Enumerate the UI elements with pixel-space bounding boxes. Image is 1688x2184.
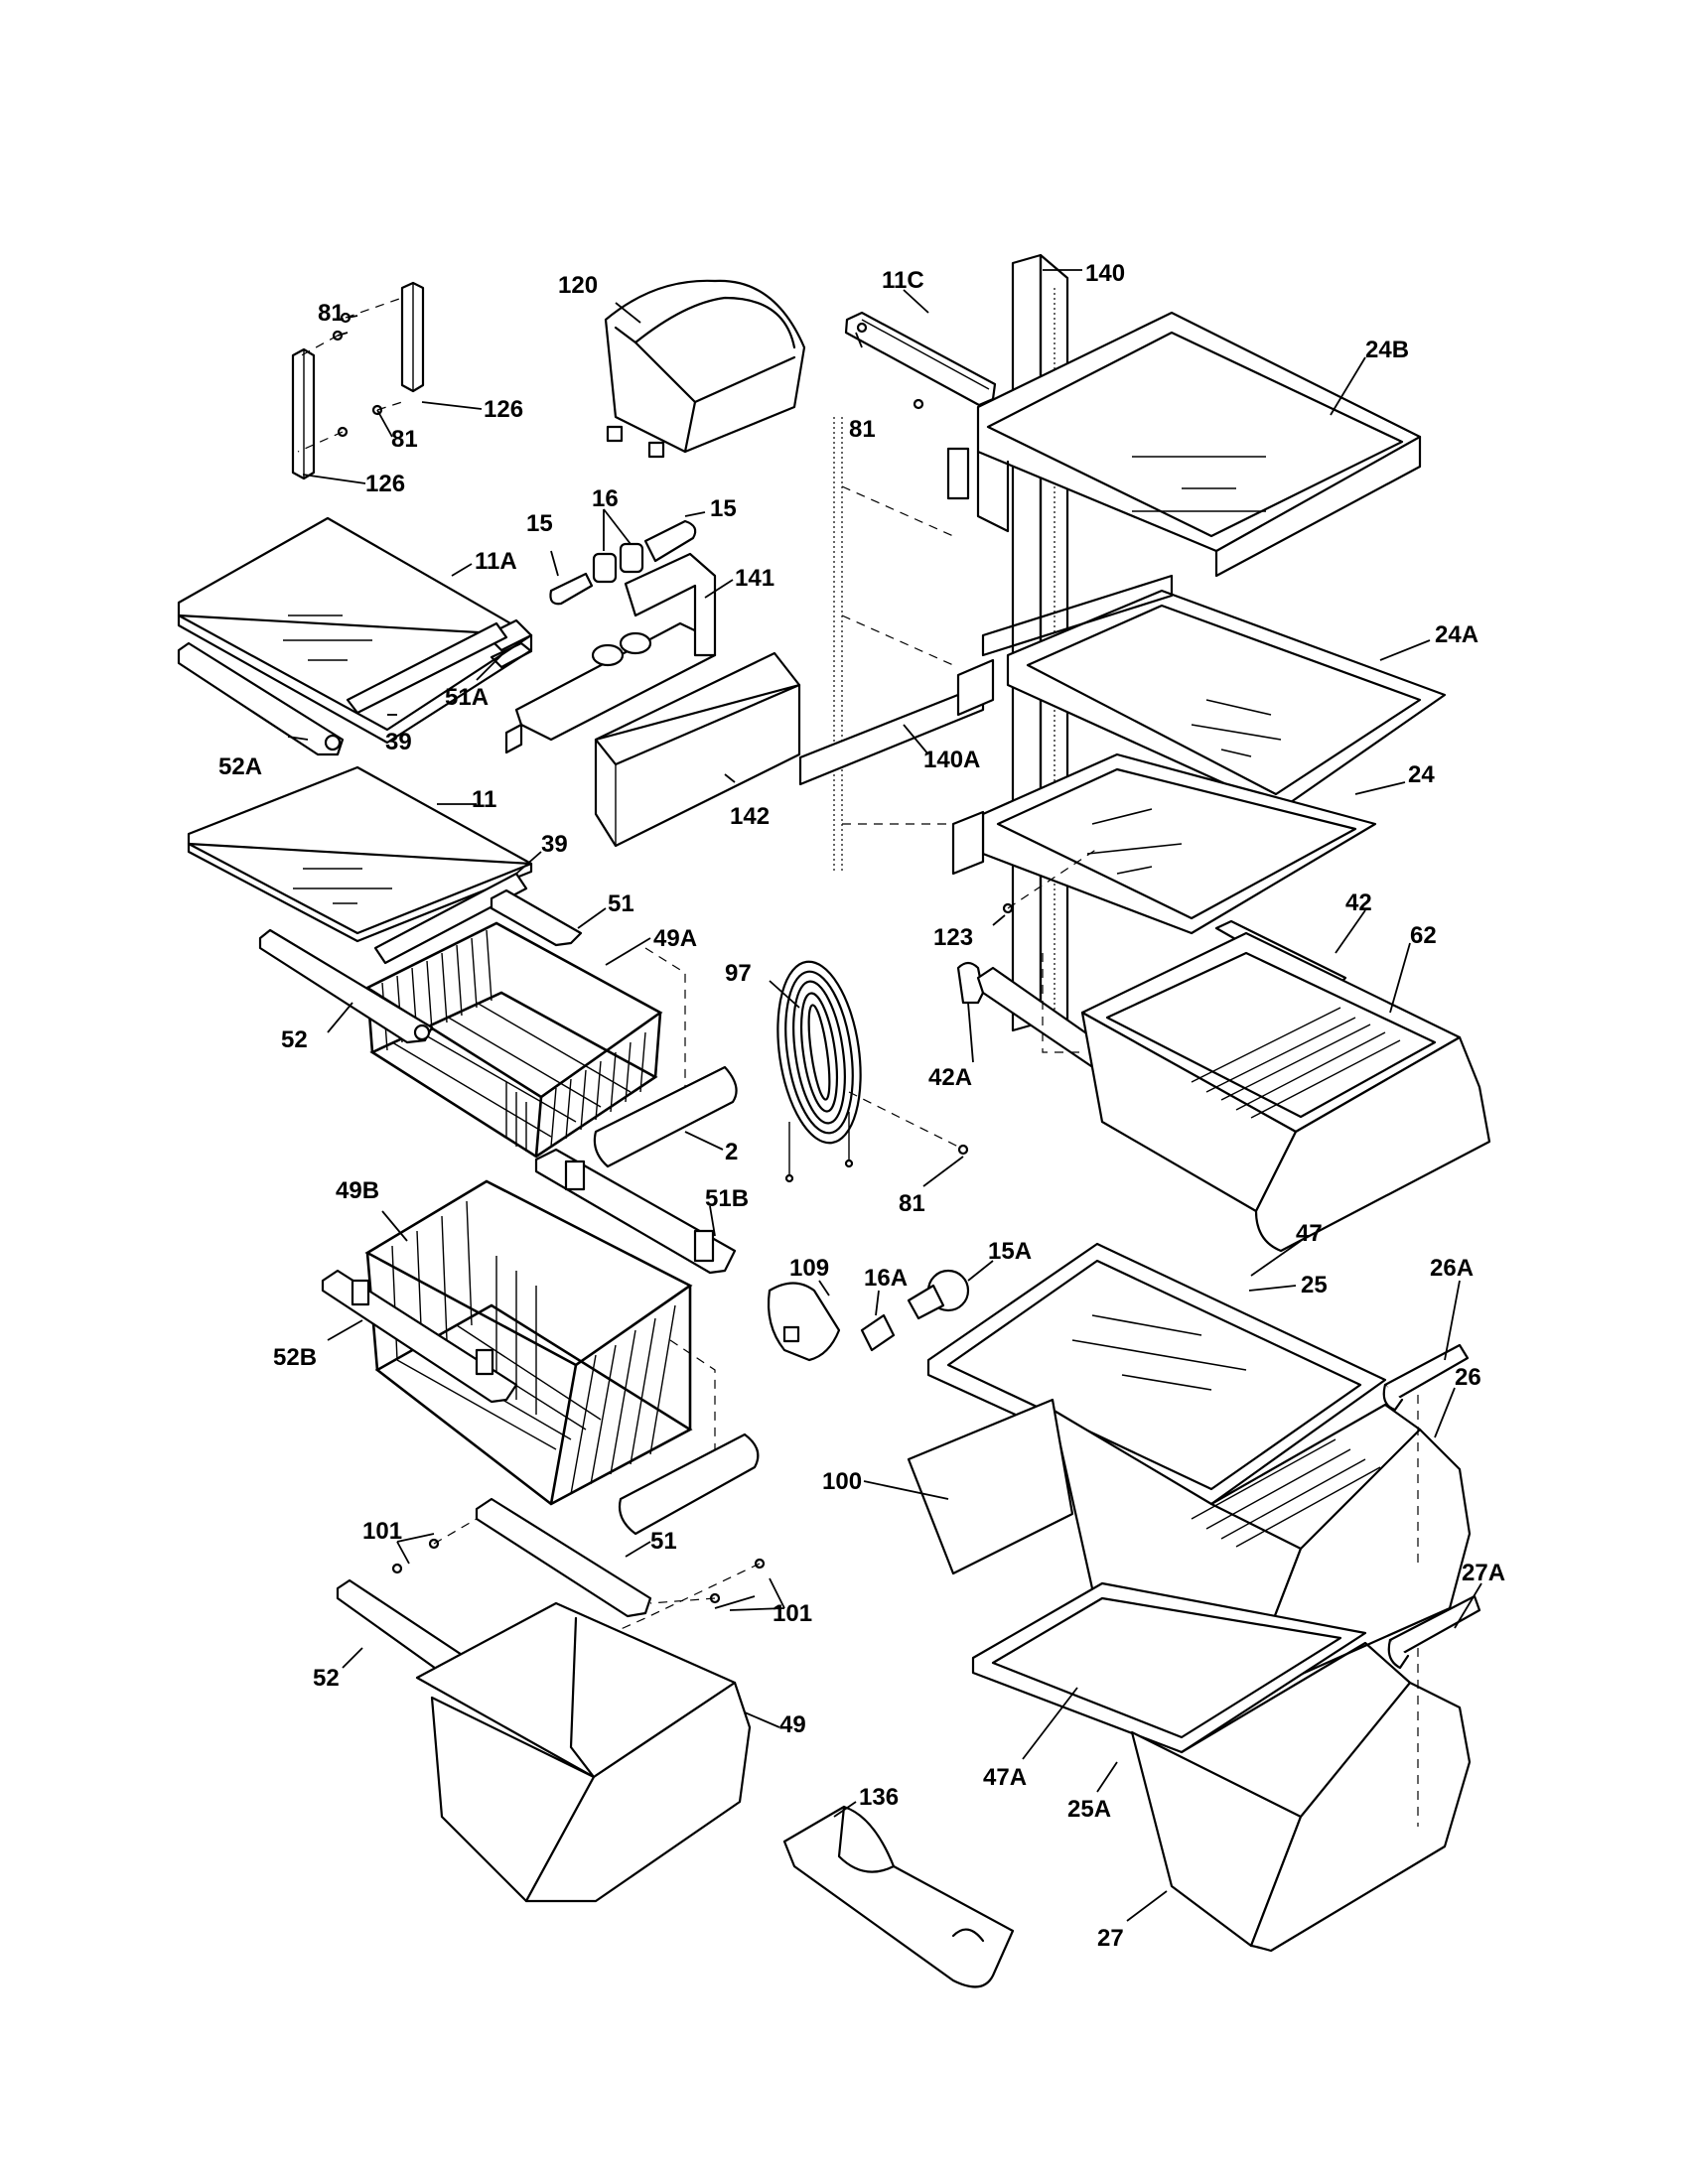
- screw-101-right[interactable]: [709, 1558, 766, 1604]
- shelf-11A[interactable]: [177, 516, 533, 745]
- slide-51B[interactable]: [534, 1148, 737, 1275]
- bracket-26A[interactable]: [1382, 1343, 1470, 1412]
- bracket-11C[interactable]: [844, 311, 997, 407]
- callout-51B: 51B: [705, 1185, 749, 1212]
- bracket-141[interactable]: [504, 552, 717, 754]
- callout-120: 120: [558, 272, 598, 299]
- crisper-drawer-27[interactable]: [1130, 1641, 1472, 1953]
- callout-141: 141: [735, 565, 774, 592]
- callout-81-upper-left: 81: [318, 300, 345, 327]
- crisper-cover-47[interactable]: [926, 1242, 1387, 1506]
- trim-2-lower[interactable]: [618, 1433, 760, 1536]
- callout-11C: 11C: [882, 267, 924, 294]
- callout-109: 109: [789, 1255, 829, 1282]
- callout-123: 123: [933, 924, 973, 951]
- door-bin-49[interactable]: [415, 1601, 752, 1903]
- callout-42A: 42A: [928, 1064, 972, 1091]
- callout-51-lower: 51: [650, 1528, 677, 1555]
- callout-27A: 27A: [1462, 1560, 1505, 1586]
- screw-81[interactable]: [332, 312, 383, 438]
- callout-15A: 15A: [988, 1238, 1032, 1265]
- trim-39-lower[interactable]: [373, 872, 528, 965]
- trim-39-upper[interactable]: [346, 621, 508, 715]
- callout-27: 27: [1097, 1925, 1124, 1952]
- shelf-24A[interactable]: [956, 574, 1447, 811]
- callout-140: 140: [1085, 260, 1125, 287]
- socket-16A[interactable]: [860, 1313, 896, 1352]
- slide-52B[interactable]: [321, 1269, 518, 1404]
- callout-49A: 49A: [653, 925, 697, 952]
- callout-136: 136: [859, 1784, 899, 1811]
- holder-136[interactable]: [782, 1805, 1015, 1988]
- callout-142: 142: [730, 803, 770, 830]
- callout-126-upper: 126: [484, 396, 523, 423]
- callout-16A: 16A: [864, 1265, 908, 1292]
- crisper-cover-47A[interactable]: [971, 1581, 1367, 1754]
- shelf-24[interactable]: [951, 752, 1377, 935]
- callout-81-mid-left: 81: [391, 426, 418, 453]
- callout-47A: 47A: [983, 1764, 1027, 1791]
- callout-11A: 11A: [475, 548, 517, 575]
- callout-2-upper: 2: [725, 1139, 738, 1165]
- callout-42: 42: [1345, 889, 1372, 916]
- callout-26A: 26A: [1430, 1255, 1474, 1282]
- callout-24A: 24A: [1435, 621, 1478, 648]
- callout-49: 49: [779, 1711, 806, 1738]
- rail-140A[interactable]: [798, 683, 985, 786]
- callout-140A: 140A: [923, 747, 980, 773]
- callout-52A: 52A: [218, 753, 262, 780]
- bulb-15-left[interactable]: [549, 572, 594, 606]
- callout-11: 11: [472, 786, 496, 813]
- callout-97: 97: [725, 960, 752, 987]
- bulb-15A[interactable]: [907, 1269, 970, 1320]
- callout-52-lower: 52: [313, 1665, 340, 1692]
- callout-49B: 49B: [336, 1177, 379, 1204]
- crisper-drawer-62[interactable]: [1080, 931, 1491, 1253]
- shelf-11[interactable]: [187, 765, 533, 943]
- lamp-socket-16[interactable]: [592, 542, 644, 584]
- slide-52-upper[interactable]: [258, 928, 434, 1044]
- callout-39-lower: 39: [541, 831, 568, 858]
- bulb-15-right[interactable]: [643, 519, 697, 563]
- callout-52B: 52B: [273, 1344, 317, 1371]
- callout-81-11C: 81: [849, 416, 876, 443]
- callout-100: 100: [822, 1468, 862, 1495]
- callout-62: 62: [1410, 922, 1437, 949]
- door-bin-120[interactable]: [604, 279, 806, 459]
- callout-51-upper: 51: [608, 890, 634, 917]
- callout-47: 47: [1296, 1220, 1323, 1247]
- screw-81-11C[interactable]: [856, 322, 868, 334]
- bracket-27A[interactable]: [1387, 1594, 1481, 1670]
- callout-126-lower: 126: [365, 471, 405, 497]
- callout-15-right: 15: [710, 495, 737, 522]
- callout-25A: 25A: [1067, 1796, 1111, 1823]
- panel-100[interactable]: [907, 1398, 1074, 1575]
- slide-52A[interactable]: [177, 641, 345, 756]
- callout-24B: 24B: [1365, 337, 1409, 363]
- light-cover-142[interactable]: [594, 651, 801, 848]
- trim-2-upper[interactable]: [593, 1065, 738, 1168]
- screw-81-coil[interactable]: [957, 1144, 969, 1156]
- callout-15-left: 15: [526, 510, 553, 537]
- callout-81-coil: 81: [899, 1190, 925, 1217]
- bracket-126-upper[interactable]: [400, 281, 425, 393]
- callout-101-left: 101: [362, 1518, 402, 1545]
- callout-24: 24: [1408, 761, 1435, 788]
- callout-101-right: 101: [773, 1600, 812, 1627]
- shelf-24B[interactable]: [946, 311, 1422, 578]
- slide-51-upper[interactable]: [490, 888, 583, 947]
- callout-52-upper: 52: [281, 1026, 308, 1053]
- callout-26: 26: [1455, 1364, 1481, 1391]
- callout-51A: 51A: [445, 684, 489, 711]
- light-housing-109[interactable]: [767, 1282, 841, 1362]
- tubing-coil-97[interactable]: [768, 956, 872, 1183]
- callout-25: 25: [1301, 1272, 1328, 1298]
- callout-39-upper: 39: [385, 729, 412, 755]
- callout-16: 16: [592, 485, 619, 512]
- bracket-126-lower[interactable]: [291, 347, 316, 480]
